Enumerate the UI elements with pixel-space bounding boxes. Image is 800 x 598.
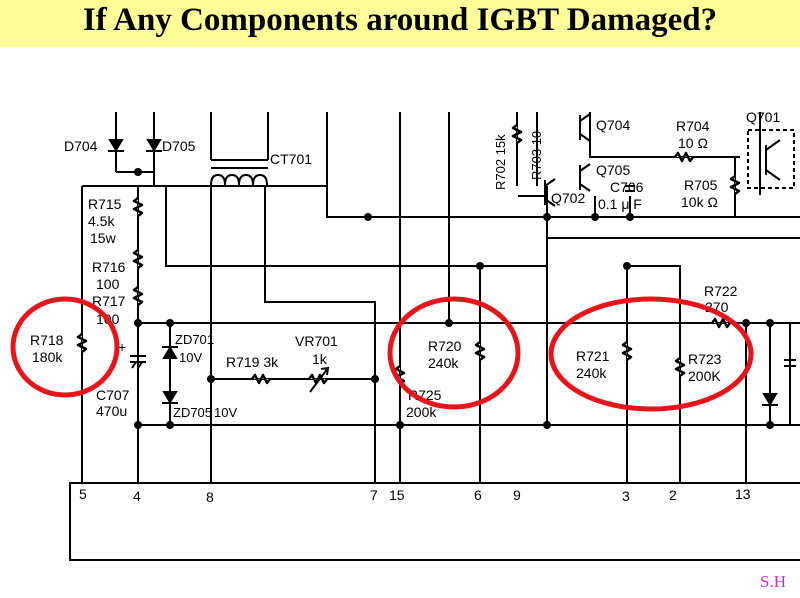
junction-dots [134,168,774,429]
label-r719: R719 3k [226,354,279,370]
value-r723: 200K [688,368,721,384]
highlight-circle-r718 [10,296,120,398]
title-bar [0,0,800,47]
label-q705: Q705 [596,162,630,178]
label-zd705: ZD705 [173,405,212,420]
label-r720: R720 [428,338,462,354]
label-q702: Q702 [551,190,585,206]
label-zd701: ZD701 [175,332,214,347]
highlight-circle-r721-r723 [548,296,754,412]
value-r704: 10 Ω [678,135,708,151]
label-r704: R704 [676,118,710,134]
pin-8: 8 [206,489,214,505]
pin-2: 2 [669,487,677,503]
pin-7: 7 [370,487,378,503]
value-r721: 240k [576,365,607,381]
highlight-circles [10,296,754,412]
pin-4: 4 [133,488,141,504]
pin-5: 5 [79,486,87,502]
pin-13: 13 [735,486,751,502]
slide-title: If Any Components around IGBT Damaged? [82,2,718,38]
label-r721: R721 [576,348,610,364]
value-r725: 200k [406,404,437,420]
label-r715: R715 [88,196,122,212]
transformer-ct701 [210,159,268,186]
pin-3: 3 [622,488,630,504]
value-r715: 4.5k [88,213,115,229]
label-c707: C707 [96,387,130,403]
label-r716: R716 [92,259,126,275]
label-d704: D704 [64,138,98,154]
pin-9: 9 [513,487,521,503]
value-r705: 10k Ω [681,194,718,210]
highlight-circle-r720 [387,296,521,410]
label-r723: R723 [688,351,722,367]
vr701-wiper [309,366,330,393]
label-r703: R703 10 [529,131,544,180]
capacitor-right [784,359,796,367]
capacitor-c707 [130,355,146,369]
value-r716: 100 [96,276,120,292]
label-d705: D705 [162,138,196,154]
value-zd705: 10V [214,405,237,420]
value-c706: 0.1 μ F [598,196,642,212]
value-r718: 180k [32,349,63,365]
pin-6: 6 [474,487,482,503]
label-r705: R705 [684,177,718,193]
label-c706: C706 [610,179,644,195]
label-r718: R718 [30,332,64,348]
label-q701: Q701 [746,109,780,125]
label-r702: R702 15k [493,134,508,190]
author-signature: S.H [760,572,786,591]
resistors [76,124,741,385]
value-c707: 470u [96,403,127,419]
label-r717: R717 [92,293,126,309]
transistors [544,113,795,207]
value-vr701: 1k [312,351,328,367]
label-r722: R722 [704,283,738,299]
value-r720: 240k [428,355,459,371]
label-vr701: VR701 [295,333,338,349]
pin-15: 15 [389,487,405,503]
plus-sign: + [118,339,126,355]
capacitor-c706 [625,185,635,192]
label-ct701: CT701 [270,151,312,167]
label-q704: Q704 [596,117,630,133]
value-zd701: 10V [179,350,202,365]
power-r715: 15w [90,230,117,246]
diodes [108,139,778,406]
